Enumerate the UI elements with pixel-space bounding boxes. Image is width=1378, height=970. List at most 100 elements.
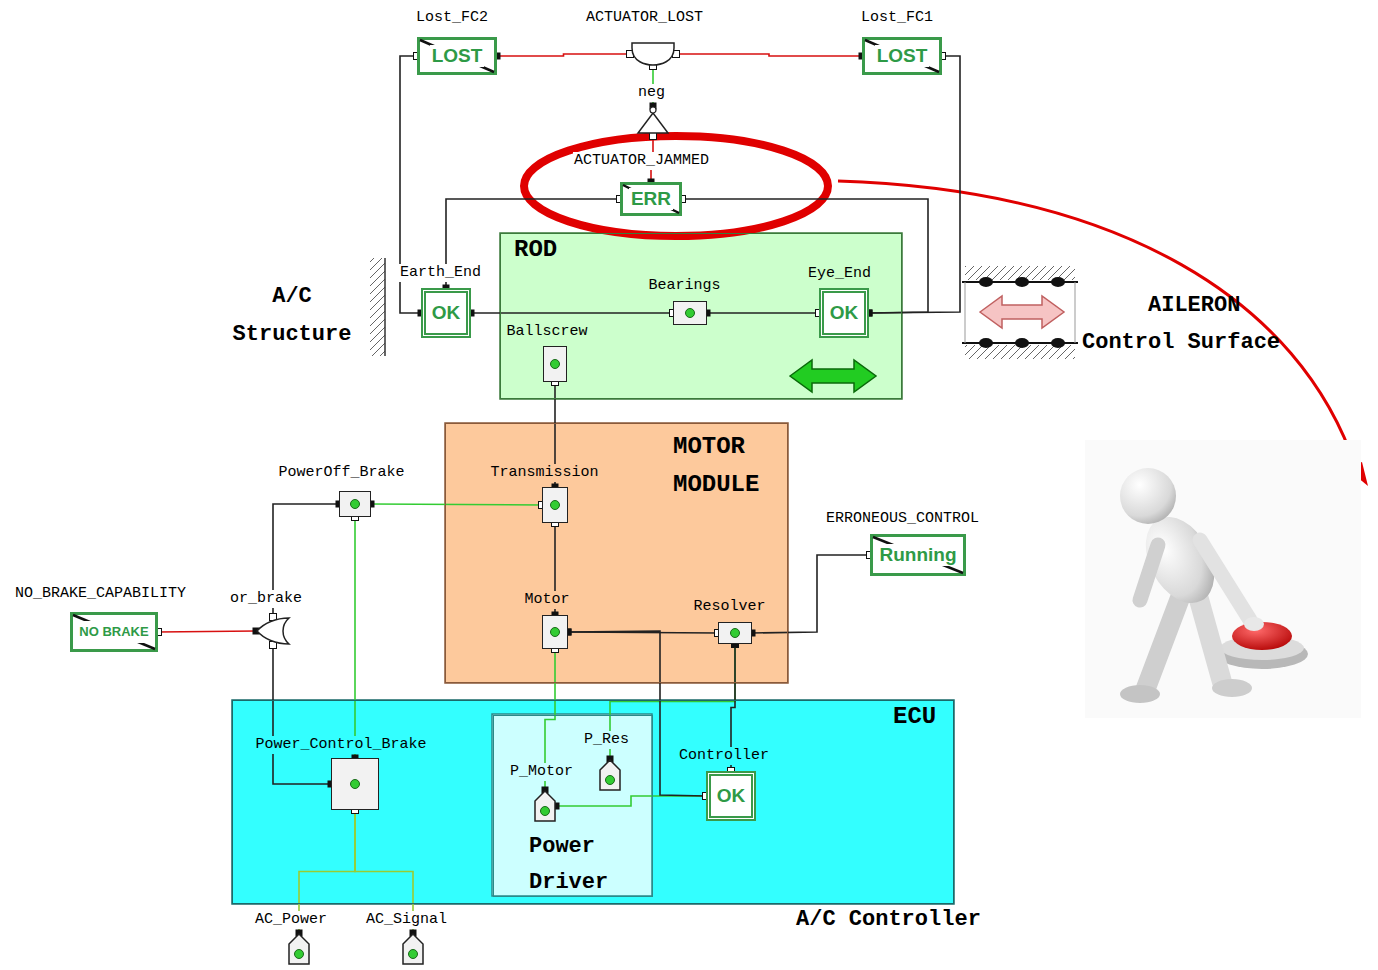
node-label: ACTUATOR_JAMMED bbox=[573, 152, 710, 170]
negation-gate: neg bbox=[635, 106, 671, 136]
state-box: ACTUATOR_JAMMEDERR bbox=[620, 182, 682, 216]
node-shape bbox=[288, 933, 310, 965]
region-box: ECUPower_Control_BrakePower DriverP_ResP… bbox=[232, 700, 954, 904]
node-label: or_brake bbox=[229, 590, 303, 608]
power-source: P_Res bbox=[599, 759, 621, 791]
structure-wall bbox=[370, 258, 385, 356]
state-slash bbox=[865, 40, 939, 72]
region-box: MOTOR MODULETransmissionMotorResolver bbox=[445, 423, 788, 683]
node-label: AC_Signal bbox=[365, 911, 448, 929]
status-dot bbox=[351, 500, 360, 509]
status-dot bbox=[551, 360, 560, 369]
source-outline bbox=[600, 760, 620, 790]
component-box: Resolver bbox=[718, 622, 752, 644]
ok-state-box: Eye_EndOK bbox=[819, 288, 869, 338]
node-shape bbox=[543, 488, 567, 522]
gate-bubble bbox=[650, 107, 656, 113]
wire bbox=[158, 631, 256, 632]
node-shape bbox=[543, 616, 567, 648]
wire bbox=[682, 199, 928, 313]
node-shape bbox=[402, 933, 424, 965]
region-box: RODBearingsEye_EndOKBallscrew bbox=[500, 233, 902, 399]
power-source: P_Motor bbox=[534, 790, 556, 822]
node-label: Lost_FC1 bbox=[860, 9, 934, 27]
component-box: Transmission bbox=[542, 487, 568, 523]
state-slash bbox=[420, 40, 494, 72]
node-shape bbox=[534, 790, 556, 822]
source-outline bbox=[289, 934, 309, 964]
component-box: PowerOff_Brake bbox=[339, 491, 371, 517]
state-slash bbox=[73, 615, 155, 649]
node-label: P_Motor bbox=[509, 763, 574, 781]
state-text: OK bbox=[830, 302, 859, 324]
state-text: Running bbox=[877, 544, 958, 566]
ok-state-box: ControllerOK bbox=[706, 771, 756, 821]
node-shape bbox=[630, 42, 676, 66]
node-label: Controller bbox=[678, 747, 770, 765]
region-title: Power Driver bbox=[529, 829, 629, 901]
wire bbox=[371, 504, 542, 505]
gate-outline bbox=[257, 618, 289, 644]
node-shape bbox=[332, 759, 378, 809]
node-label: Motor bbox=[524, 591, 571, 609]
wire bbox=[556, 796, 706, 806]
wire bbox=[752, 555, 870, 633]
diagram-label: AILERON bbox=[1148, 292, 1240, 320]
node-label: Eye_End bbox=[807, 265, 872, 283]
wire bbox=[707, 312, 819, 314]
region-box: Power DriverP_ResP_Motor bbox=[493, 715, 653, 897]
status-dot bbox=[351, 780, 360, 789]
region-fill bbox=[492, 714, 652, 896]
status-dot bbox=[541, 807, 550, 816]
node-label: Ballscrew bbox=[506, 323, 589, 341]
node-label: Power_Control_Brake bbox=[255, 736, 428, 754]
state-text: OK bbox=[432, 302, 461, 324]
or-gate: or_brake bbox=[256, 617, 290, 645]
node-shape bbox=[599, 759, 621, 791]
node-shape bbox=[256, 617, 290, 645]
region-fill bbox=[500, 233, 902, 399]
diagram-label: A/C Structure bbox=[212, 278, 372, 354]
node-label: neg bbox=[637, 84, 666, 102]
source-outline bbox=[403, 934, 423, 964]
node-label: ACTUATOR_LOST bbox=[585, 9, 704, 27]
gate-outline bbox=[638, 113, 668, 133]
and-gate: ACTUATOR_LOST bbox=[630, 42, 676, 66]
region-title: ECU bbox=[893, 703, 936, 731]
component-box: Ballscrew bbox=[543, 346, 567, 382]
wire bbox=[869, 56, 960, 313]
wire bbox=[568, 631, 706, 796]
node-shape bbox=[340, 492, 370, 516]
state-text: OK bbox=[717, 785, 746, 807]
status-dot bbox=[295, 950, 304, 959]
node-label: Bearings bbox=[648, 277, 722, 295]
diagram-label: Control Surface bbox=[1082, 329, 1280, 357]
node-label: PowerOff_Brake bbox=[278, 464, 406, 482]
state-slash bbox=[873, 537, 963, 573]
callout-ellipse bbox=[524, 136, 828, 236]
component-box: Motor bbox=[542, 615, 568, 649]
node-label: Lost_FC2 bbox=[415, 9, 489, 27]
node-label: ERRONEOUS_CONTROL bbox=[825, 510, 980, 528]
region-title: MOTOR MODULE bbox=[673, 428, 773, 504]
node-label: AC_Power bbox=[254, 911, 328, 929]
wire bbox=[354, 517, 356, 758]
region-title: ROD bbox=[514, 236, 557, 264]
wire bbox=[497, 54, 630, 56]
node-label: Transmission bbox=[490, 464, 600, 482]
state-text: NO BRAKE bbox=[77, 621, 150, 643]
node-shape bbox=[544, 347, 566, 381]
wire bbox=[676, 54, 862, 56]
state-slash bbox=[623, 185, 679, 213]
ok-state-box: Earth_EndOK bbox=[421, 288, 471, 338]
node-label: Resolver bbox=[693, 598, 767, 616]
state-text: ERR bbox=[629, 188, 673, 210]
status-dot bbox=[731, 629, 740, 638]
status-dot bbox=[551, 501, 560, 510]
node-label: P_Res bbox=[583, 731, 630, 749]
power-source: AC_Signal bbox=[402, 933, 424, 965]
state-box: ERRONEOUS_CONTROLRunning bbox=[870, 534, 966, 576]
state-text: LOST bbox=[875, 45, 930, 67]
